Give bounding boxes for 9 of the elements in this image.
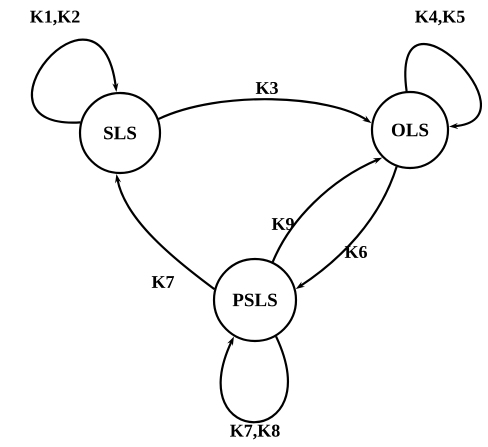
edge-label: K1,K2 <box>30 10 80 26</box>
self-loop-arrow <box>220 336 289 424</box>
edge-label: K6 <box>344 246 367 258</box>
self-loop-arrow <box>31 38 118 124</box>
edge-label: K4,K5 <box>415 10 465 26</box>
edge-label: K7 <box>152 276 174 288</box>
edge-label: K7,K8 <box>230 424 280 440</box>
edge-label: K3 <box>256 82 278 94</box>
self-loop-arrow <box>404 44 482 130</box>
